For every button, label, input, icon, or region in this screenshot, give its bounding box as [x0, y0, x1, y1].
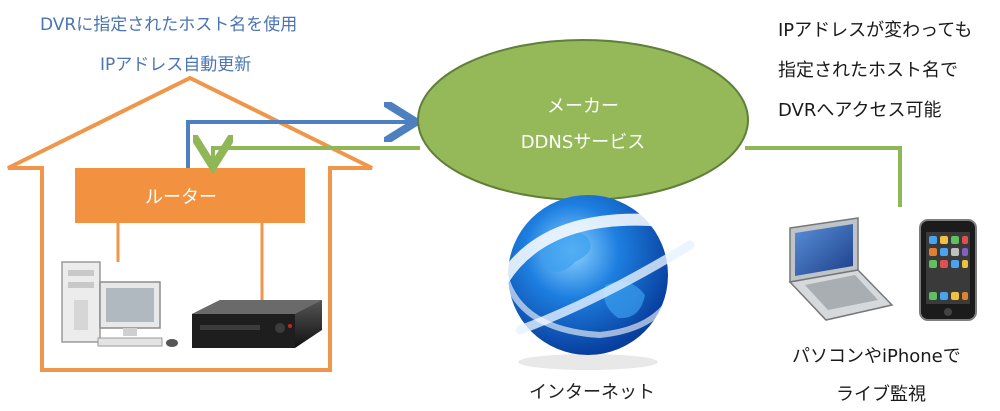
devices-label-line1: パソコンやiPhoneで: [792, 346, 961, 367]
caption-ip-change-line2: 指定されたホスト名で: [778, 60, 958, 81]
access-path-line: [745, 146, 902, 207]
globe-icon: [494, 195, 698, 370]
access-return-arrow: [213, 148, 420, 163]
monitor-icon: [97, 281, 178, 347]
dvr-recorder-icon: [192, 300, 322, 348]
ddns-label-line2: DDNSサービス: [520, 132, 646, 153]
router-label: ルーター: [145, 187, 217, 208]
ddns-label-line1: メーカー: [547, 96, 619, 117]
devices-label-line2: ライブ監視: [836, 384, 926, 405]
iphone-icon: [919, 219, 977, 321]
pc-tower-icon: [61, 261, 101, 343]
laptop-icon: [788, 217, 894, 321]
caption-ip-auto-update: IPアドレス自動更新: [100, 55, 252, 75]
internet-label: インターネット: [529, 382, 655, 403]
ip-update-arrow: [186, 122, 412, 168]
ddns-cloud: [417, 39, 749, 201]
caption-ip-change-line3: DVRへアクセス可能: [778, 100, 942, 121]
caption-dvr-hostname: DVRに指定されたホスト名を使用: [40, 15, 298, 35]
caption-ip-change-line1: IPアドレスが変わっても: [778, 20, 973, 41]
router-box: [75, 168, 305, 223]
